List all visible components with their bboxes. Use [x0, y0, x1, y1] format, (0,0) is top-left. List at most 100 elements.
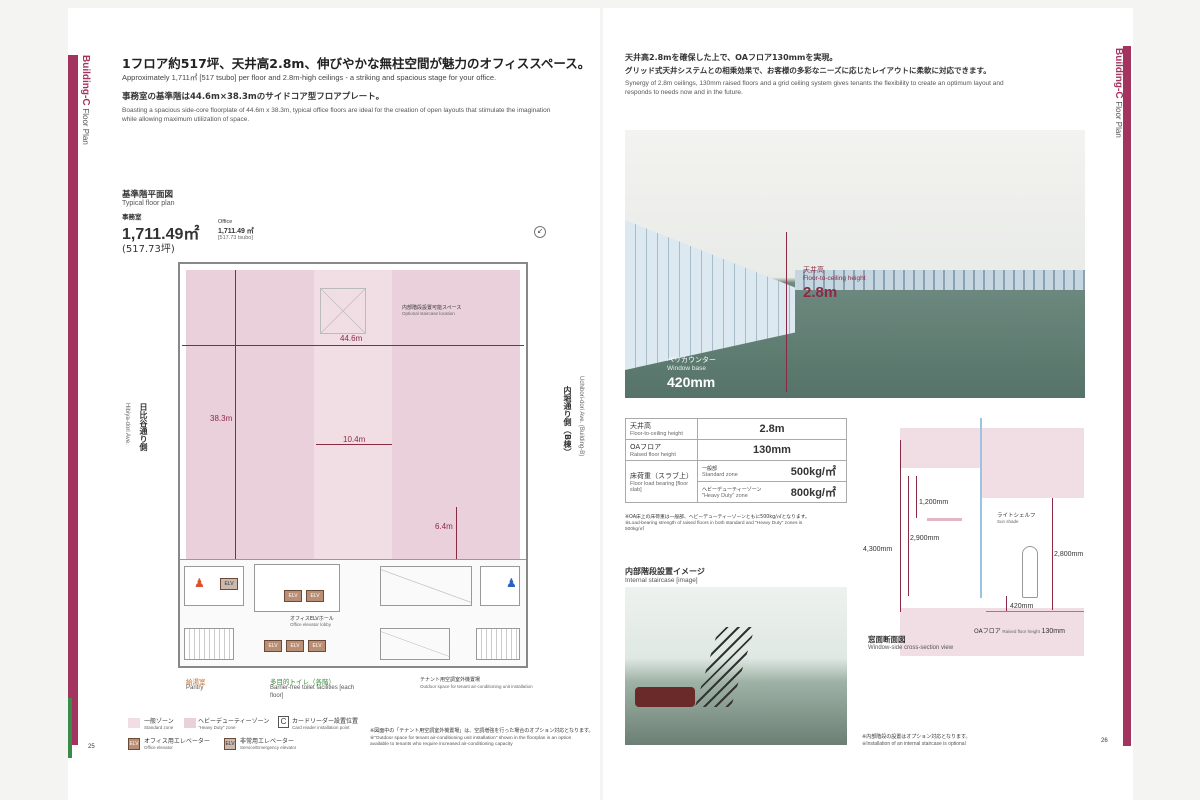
card-reader-symbol: C [278, 716, 289, 728]
page-number-left: 25 [88, 744, 95, 750]
spec-sublabel: 一般部 [702, 465, 718, 472]
side-tab-title: Building-C [1113, 48, 1124, 99]
area-tsubo: (517.73坪) [122, 244, 175, 255]
spec-label: OAフロア [630, 443, 662, 451]
office-elevator: ELV [308, 640, 326, 652]
spec-value: 800kg/㎡ [780, 481, 847, 503]
ceiling-value: 2.8m [803, 284, 838, 301]
dim-1200: 1,200mm [919, 499, 949, 506]
legend-label: オフィス用エレベーター [144, 738, 210, 745]
subheading-en: Boasting a spacious side-core floorplate… [122, 107, 551, 123]
side-tab-bar [1123, 46, 1131, 746]
window-glass [980, 418, 982, 598]
depth-dimension: 38.3m [210, 414, 233, 423]
toilet-label-en: Barrier-free toilet facilities [each flo… [270, 685, 355, 699]
sun-shade-label-en: Sun shade [997, 519, 1019, 524]
plan-title-en: Typical floor plan [122, 200, 175, 207]
legend-label: 非常用エレベーター [240, 738, 295, 745]
green-edge [68, 698, 72, 758]
heavy-zone-swatch [184, 718, 196, 728]
oa-value: 130mm [1041, 628, 1065, 635]
side-tab: Building-C Floor Plan [1113, 48, 1124, 138]
spec-sublabel-en: Standard zone [702, 471, 738, 478]
span-dimension-line [316, 444, 392, 445]
dim-4300: 4,300mm [863, 546, 893, 553]
floor-plan: 内部階段設置可能スペース Optional staircase location… [178, 262, 528, 668]
headline-1: 天井高2.8mを確保した上で、OAフロア130mmを実現。 [625, 53, 838, 62]
core-dimension: 6.4m [435, 522, 453, 531]
headline-en: Synergy of 2.8m ceilings, 130mm raised f… [625, 80, 1004, 96]
spec-sublabel: ヘビーデューティーゾーン [702, 486, 762, 493]
right-street-label-en: Uchibori-dori Ave. (Building-B) [578, 376, 584, 457]
outdoor-unit-label: テナント用空調室外機置場 [420, 677, 481, 683]
north-compass-icon: ↙ [534, 226, 546, 238]
ceiling-label-en: Floor-to-ceiling height [803, 275, 866, 282]
legend-label: カードリーダー設置位置 [292, 718, 359, 725]
table-note-en: ※Load-bearing strength of raised floors … [625, 521, 803, 533]
staircase-note-en: ※Installation of an internal staircase i… [862, 741, 966, 747]
section-title-en: Window-side cross-section view [868, 645, 954, 651]
oa-label-en: Raised floor height [1002, 629, 1040, 634]
elevator-lobby-label-en: Office elevator lobby [290, 622, 331, 627]
width-dimension-line [182, 345, 524, 346]
window-base-label-en: Window base [667, 365, 707, 372]
page-number-right: 26 [1101, 738, 1108, 744]
headline-en: Approximately 1,711㎡ [517 tsubo] per flo… [122, 73, 497, 82]
plan-note: ※図面中の「テナント用空調室外機置場」は、空調増強を行った場合のオプション対応と… [370, 728, 594, 734]
spec-label-en: Floor-to-ceiling height [630, 431, 683, 437]
office-elevator: ELV [264, 640, 282, 652]
office-elevator: ELV [286, 640, 304, 652]
spec-label: 天井高 [630, 422, 651, 430]
legend-label: 一般ゾーン [144, 718, 174, 725]
oa-label: OAフロア [974, 628, 1001, 635]
left-street-label-en: Hibiya-dori Ave. [124, 403, 130, 445]
male-restroom-icon: ♟ [506, 576, 517, 590]
office-interior-photo: 天井高 Floor-to-ceiling height 2.8m ペリカウンター… [625, 130, 1085, 398]
area-en-label: Office [218, 219, 233, 225]
staircase-label-en: Optional staircase location [402, 311, 455, 316]
service-elevator: ELV [220, 578, 238, 590]
office-elevator: ELV [284, 590, 302, 602]
staircase-space [320, 288, 366, 334]
right-street-label: 内堀通り側（B棟） [563, 386, 572, 457]
internal-staircase-photo [625, 587, 847, 745]
core-dimension-line [456, 507, 457, 559]
dim-2800: 2,800mm [1054, 551, 1084, 558]
window-section-diagram: 4,300mm 2,900mm 1,200mm 2,800mm 420mm ライ… [862, 418, 1084, 656]
plan-note-en: ※"Outdoor space for tenant air-condition… [370, 736, 572, 748]
staircase-title: 内部階段設置イメージ [625, 567, 705, 576]
area-value: 1,711.49㎡ [122, 226, 200, 243]
female-restroom-icon: ♟ [194, 576, 205, 590]
legend-label-en: "Heavy Duty" zone [198, 725, 236, 730]
outdoor-unit-label-en: Outdoor space for tenant air-conditionin… [420, 684, 533, 689]
span-dimension: 10.4m [343, 435, 366, 444]
window-base-label: ペリカウンター [667, 356, 716, 364]
pantry-label: 給湯室 [186, 678, 206, 686]
plan-title: 基準階平面図 [122, 190, 174, 200]
headline: 1フロア約517坪、天井高2.8m、伸びやかな無柱空間が魅力のオフィススペース。 [122, 56, 591, 71]
sun-shade [927, 518, 962, 521]
side-tab-title: Building-C [80, 55, 91, 106]
person-silhouette-icon [1022, 546, 1038, 598]
depth-dimension-line [235, 270, 236, 562]
oa-floor-label: OAフロア Raised floor height 130mm [974, 626, 1065, 635]
legend-label-en: Card reader installation point [292, 725, 350, 730]
left-street-label: 日比谷通り側 [139, 403, 148, 451]
area-en-value: 1,711.49 ㎡ [218, 228, 254, 235]
area-en-tsubo: [517.73 tsubo] [218, 235, 253, 241]
spec-value: 500kg/㎡ [780, 460, 847, 482]
staircase-label: 内部階段設置可能スペース [402, 305, 462, 311]
legend-label: ヘビーデューティーゾーン [198, 718, 270, 725]
staircase-title-en: Internal staircase [image] [625, 577, 698, 584]
headline-2: グリッド式天井システムとの相乗効果で、お客様の多彩なニーズに応じたレイアウトに柔… [625, 66, 991, 75]
table-row: 床荷重（スラブ上）Floor load bearing [floor slab]… [625, 460, 847, 503]
side-tab: Building-C Floor Plan [80, 55, 91, 145]
subheading: 事務室の基準階は44.6m×38.3mのサイドコア型フロアプレート。 [122, 92, 385, 102]
heavy-duty-zone-left [186, 270, 314, 559]
staircase-note: ※内部階段の設置はオプション対応となります。 [862, 734, 971, 740]
dim-420: 420mm [1010, 603, 1034, 610]
sun-shade-label: ライトシェルフ [997, 513, 1036, 519]
